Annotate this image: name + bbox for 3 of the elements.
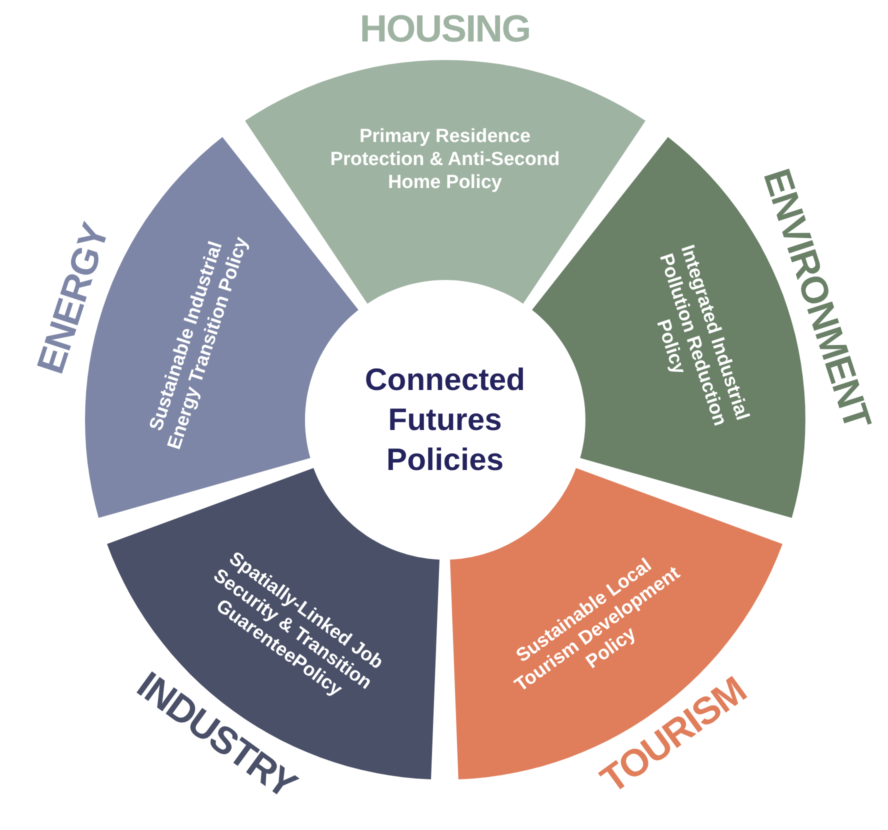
center-title: Connected Futures Policies	[364, 360, 526, 480]
policy-text: Primary Residence Protection & Anti-Second Home Policy	[330, 126, 560, 194]
segment-heading: HOUSING	[360, 8, 530, 52]
